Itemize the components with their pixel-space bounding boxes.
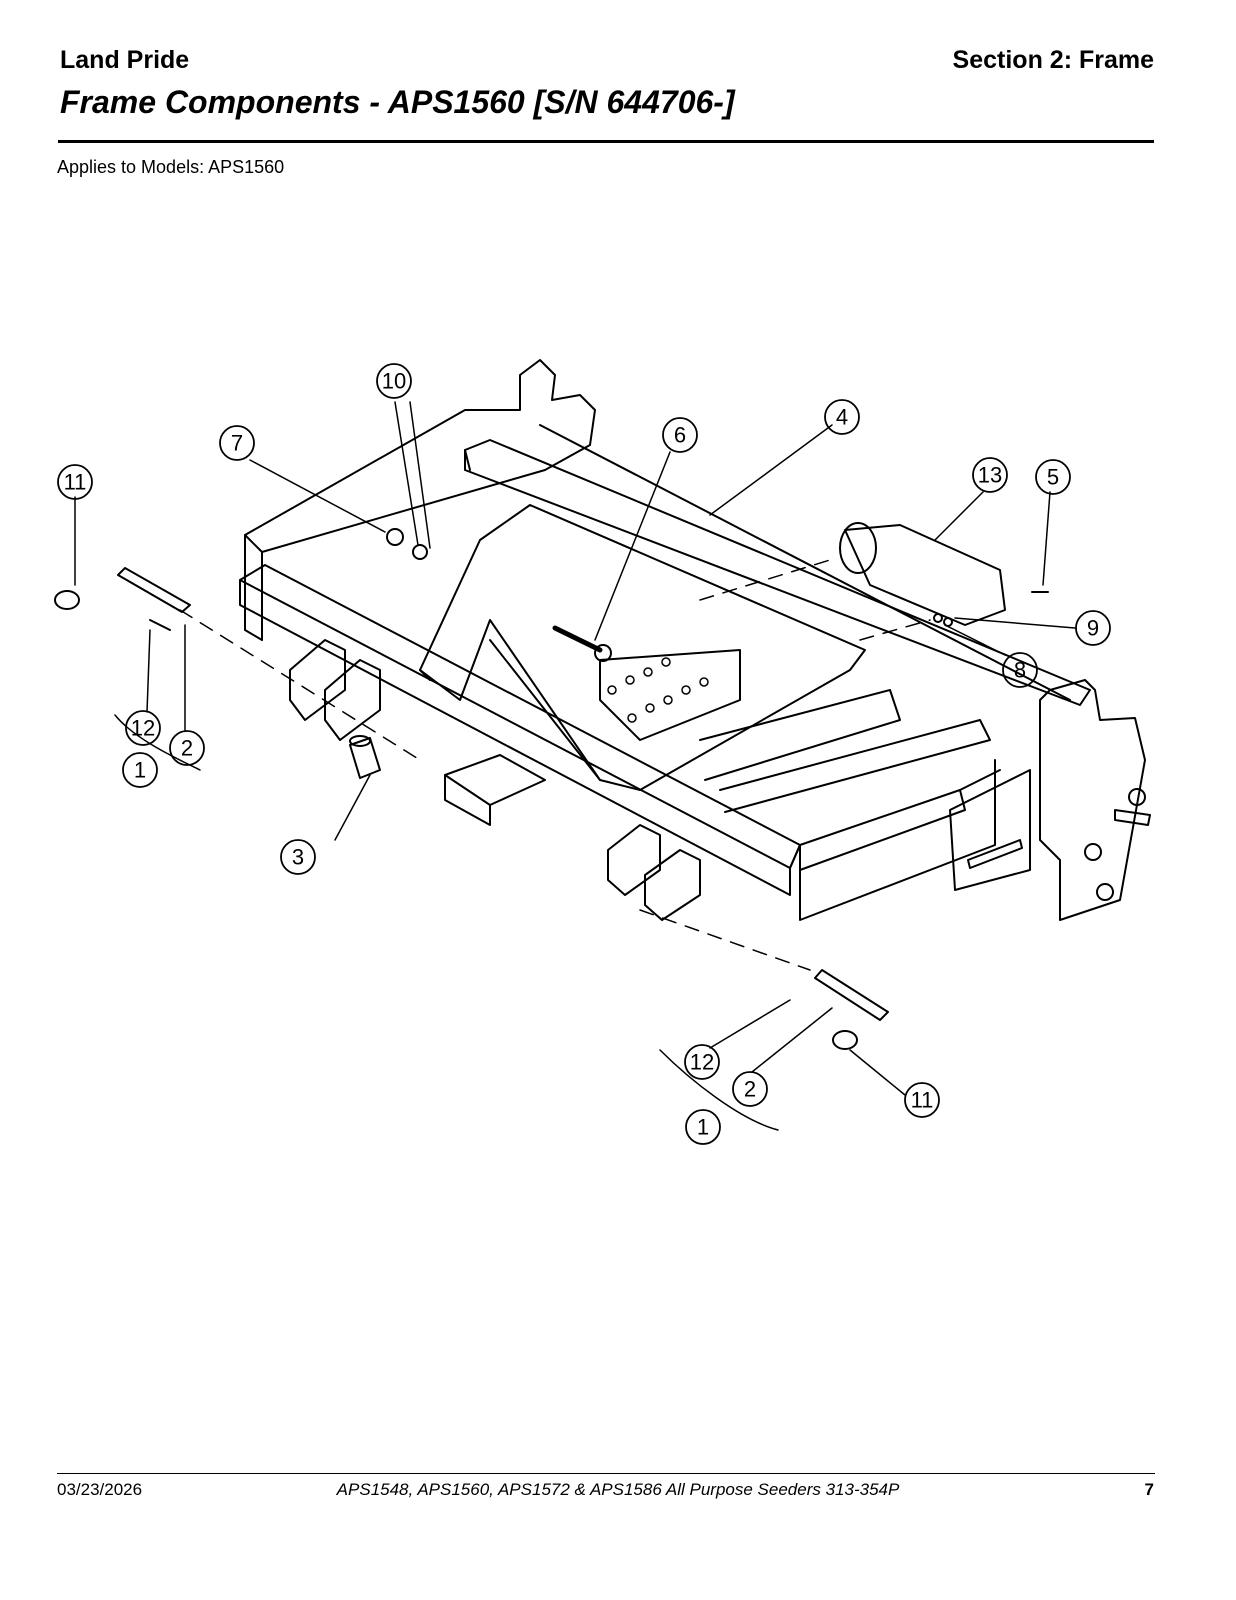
callout-2-right: 2 [744,1077,756,1102]
right-side-rail [799,759,996,921]
footer-document-title: APS1548, APS1560, APS1572 & APS1586 All … [336,1480,900,1499]
klik-pin-right [832,1030,858,1050]
callout-3: 3 [292,845,304,870]
bearing-housing [844,524,1006,626]
center-tongue-plate [419,504,866,791]
hitch-lug-right [607,824,661,896]
page-title: Frame Components - APS1560 [S/N 644706-] [60,84,735,120]
callout-1-right: 1 [697,1115,709,1140]
nut [386,528,404,546]
applies-to-models: Applies to Models: APS1560 [57,157,285,177]
bolt [552,625,603,653]
header-rule [58,140,1154,143]
klik-pin-left [54,590,80,610]
footer-date: 03/23/2026 [57,1480,143,1499]
callout-4: 4 [836,405,848,430]
callout-13: 13 [978,463,1002,488]
callout-8: 8 [1014,658,1026,683]
adjustment-holes [607,657,709,723]
callout-11-right: 11 [911,1088,934,1113]
callout-bubbles [57,363,1111,1145]
lower-tube [444,754,546,806]
washer [412,544,428,560]
callout-12-left: 12 [131,716,155,741]
hitch-lug-left [289,639,346,721]
rear-cross-beam [464,439,1091,706]
footer-rule [57,1473,1155,1474]
callout-1-left: 1 [134,758,146,783]
side-plate [949,769,1031,891]
callout-2-left: 2 [181,736,193,761]
callout-11-left: 11 [64,470,87,495]
callout-9: 9 [1087,616,1099,641]
page-number: 7 [1144,1480,1154,1499]
callout-6: 6 [674,423,686,448]
section-title: Section 2: Frame [952,46,1154,74]
hitch-pin-right [814,969,889,1021]
frame-components-diagram: 11 7 10 6 4 13 5 9 8 12 2 1 3 12 2 1 11 [54,359,1151,1145]
spacer [349,737,381,779]
callout-12-right: 12 [690,1050,714,1075]
hitch-pin-left [117,567,191,613]
callout-7: 7 [231,431,243,456]
callout-5: 5 [1047,465,1059,490]
brand-name: Land Pride [60,46,190,74]
callout-10: 10 [382,369,406,394]
left-side-rail [244,359,596,553]
